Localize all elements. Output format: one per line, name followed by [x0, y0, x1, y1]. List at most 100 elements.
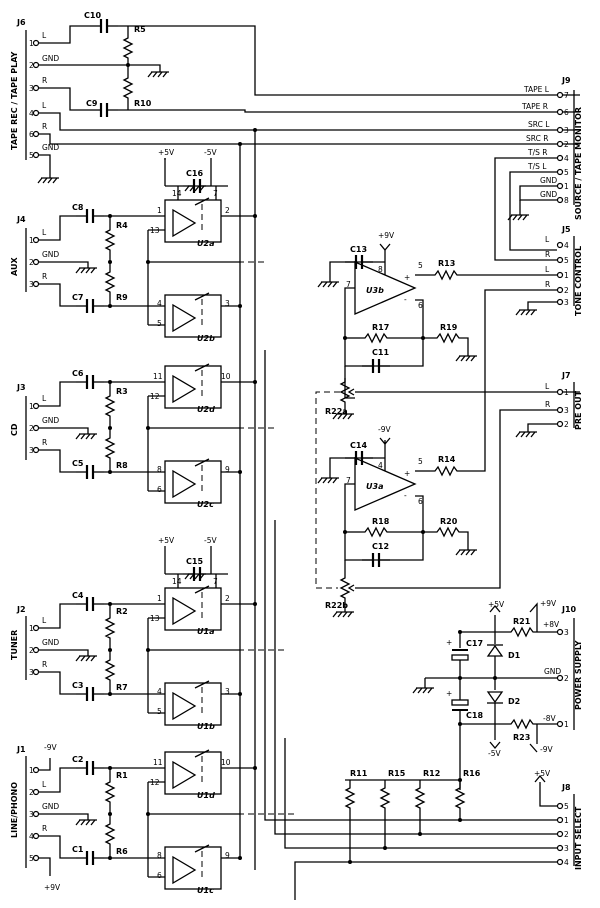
- label-parts-r15: R15: [388, 769, 406, 778]
- label-jacks-j9-pins-0: TAPE L: [523, 85, 550, 94]
- label-jacks-j3-nums-2: 3: [29, 446, 34, 455]
- label-jacks-j1-nums-2: 3: [29, 810, 34, 819]
- label-jacks-j2-nums-1: 2: [29, 646, 34, 655]
- label-jacks-j2-pins-1: GND: [42, 638, 59, 647]
- label-jacks-j6-pins-2: R: [42, 76, 47, 85]
- label-parts-r21: R21: [513, 617, 531, 626]
- label-jacks-j5-pins-2: L: [545, 265, 550, 274]
- label-pins-p8: 8: [378, 265, 383, 274]
- j3-cd-block: J3 CD 1 2 3 L GND R C6 R3 R8 C5 U2d U2c …: [10, 363, 257, 509]
- label-jacks-j4-nums-0: 1: [29, 236, 34, 245]
- label-jacks-j9-pins-4: T/S R: [527, 148, 547, 157]
- label-rails-m5: -5V: [204, 536, 217, 545]
- label-pins-p10: 10: [221, 372, 231, 381]
- label-jacks-j3-title: CD: [10, 423, 19, 436]
- label-rails-plus: +: [446, 689, 452, 698]
- label-jacks-j2-title: TUNER: [10, 630, 19, 660]
- label-pins-p11: 11: [153, 758, 163, 767]
- label-jacks-j8-nums-3: 3: [564, 844, 569, 853]
- label-parts-c12: C12: [372, 542, 389, 551]
- label-jacks-j7-nums-1: 3: [564, 406, 569, 415]
- label-parts-c3: C3: [72, 681, 83, 690]
- label-rails-p5: +5V: [158, 536, 175, 545]
- label-rails-plus: +: [404, 469, 410, 478]
- label-parts-c11: C11: [372, 348, 389, 357]
- label-jacks-j8-pins-0: +5V: [534, 769, 551, 778]
- label-pins-p2: 2: [225, 206, 230, 215]
- label-rails-p5: +5V: [158, 148, 175, 157]
- label-parts-c8: C8: [72, 203, 84, 212]
- label-jacks-j1-title: LINE/PHONO: [10, 782, 19, 838]
- label-jacks-j9-nums-5: 5: [564, 168, 569, 177]
- label-jacks-j9-nums-7: 8: [564, 196, 569, 205]
- label-jacks-j9-pins-3: SRC R: [526, 134, 548, 143]
- label-pins-p5: 5: [418, 457, 423, 466]
- label-jacks-j2-nums-2: 3: [29, 668, 34, 677]
- label-jacks-j4-pins-1: GND: [42, 250, 59, 259]
- label-jacks-j9-pins-2: SRC L: [528, 120, 550, 129]
- label-rails-m9: -9V: [378, 425, 391, 434]
- label-pins-p1: 1: [157, 594, 162, 603]
- label-jacks-j10-nums-2: 1: [564, 720, 569, 729]
- label-pins-p5: 5: [157, 707, 162, 716]
- label-jacks-j2-pins-0: L: [42, 616, 47, 625]
- label-parts-c18: C18: [466, 711, 483, 720]
- label-parts-r6: R6: [116, 847, 128, 856]
- label-pins-p9: 9: [225, 465, 230, 474]
- label-parts-r1: R1: [116, 771, 128, 780]
- label-jacks-j5-nums-2: 1: [564, 271, 569, 280]
- label-parts-r7: R7: [116, 683, 128, 692]
- label-parts-u2a: U2a: [197, 239, 214, 248]
- label-rails-minus: -: [404, 295, 407, 304]
- label-pins-p8: 8: [157, 465, 162, 474]
- label-jacks-j1-pins-4: +9V: [44, 883, 61, 892]
- label-jacks-j2-ref: J2: [16, 605, 26, 614]
- label-jacks-j6-pins-5: GND: [42, 143, 59, 152]
- label-jacks-j3-nums-1: 2: [29, 424, 34, 433]
- label-pins-p6: 6: [157, 871, 162, 880]
- label-parts-c2: C2: [72, 755, 83, 764]
- label-jacks-j2-pins-2: R: [42, 660, 47, 669]
- label-jacks-j9-pins-7: GND: [540, 190, 557, 199]
- label-parts-c14: C14: [350, 441, 367, 450]
- label-jacks-j7-ref: J7: [561, 371, 571, 380]
- label-jacks-j9-nums-2: 3: [564, 126, 569, 135]
- label-jacks-j1-nums-1: 2: [29, 788, 34, 797]
- label-rails-p8: +8V: [543, 620, 560, 629]
- label-parts-c7: C7: [72, 293, 83, 302]
- j5-tone-control: J5 TONE CONTROL 4 5 1 2 3 L R L R: [515, 225, 583, 316]
- label-jacks-j9-nums-1: 6: [564, 108, 569, 117]
- label-jacks-j4-nums-2: 3: [29, 280, 34, 289]
- label-jacks-j9-pins-6: GND: [540, 176, 557, 185]
- label-jacks-j6-nums-1: 2: [29, 61, 34, 70]
- label-rails-m8: -8V: [543, 714, 556, 723]
- label-pins-p8: 8: [157, 851, 162, 860]
- label-pins-p10: 10: [221, 758, 231, 767]
- label-pins-p11: 11: [153, 372, 163, 381]
- label-pins-p6: 6: [418, 301, 423, 310]
- label-jacks-j8-nums-1: 1: [564, 816, 569, 825]
- label-rails-m5: -5V: [204, 148, 217, 157]
- label-parts-d2: D2: [508, 697, 520, 706]
- label-parts-u1d: U1d: [197, 791, 215, 800]
- label-jacks-j5-nums-1: 5: [564, 256, 569, 265]
- label-rails-plus: +: [446, 638, 452, 647]
- label-jacks-j4-ref: J4: [16, 215, 26, 224]
- label-pins-p5: 5: [157, 319, 162, 328]
- label-jacks-j9-ref: J9: [561, 76, 571, 85]
- label-pins-p7: 7: [346, 476, 351, 485]
- label-jacks-j3-pins-2: R: [42, 438, 47, 447]
- label-jacks-j5-ref: J5: [561, 225, 571, 234]
- label-rails-p9: +9V: [378, 231, 395, 240]
- label-jacks-j1-nums-4: 5: [29, 854, 34, 863]
- label-parts-c17: C17: [466, 639, 483, 648]
- label-jacks-j5-pins-3: R: [545, 280, 550, 289]
- label-jacks-j8-nums-4: 4: [564, 858, 569, 867]
- label-parts-c1: C1: [72, 845, 84, 854]
- label-jacks-j10-ref: J10: [561, 605, 577, 614]
- label-parts-c13: C13: [350, 245, 367, 254]
- label-parts-r20: R20: [440, 517, 458, 526]
- label-jacks-j3-pins-0: L: [42, 394, 47, 403]
- label-jacks-j10-nums-1: 2: [564, 674, 569, 683]
- label-parts-r14: R14: [438, 455, 456, 464]
